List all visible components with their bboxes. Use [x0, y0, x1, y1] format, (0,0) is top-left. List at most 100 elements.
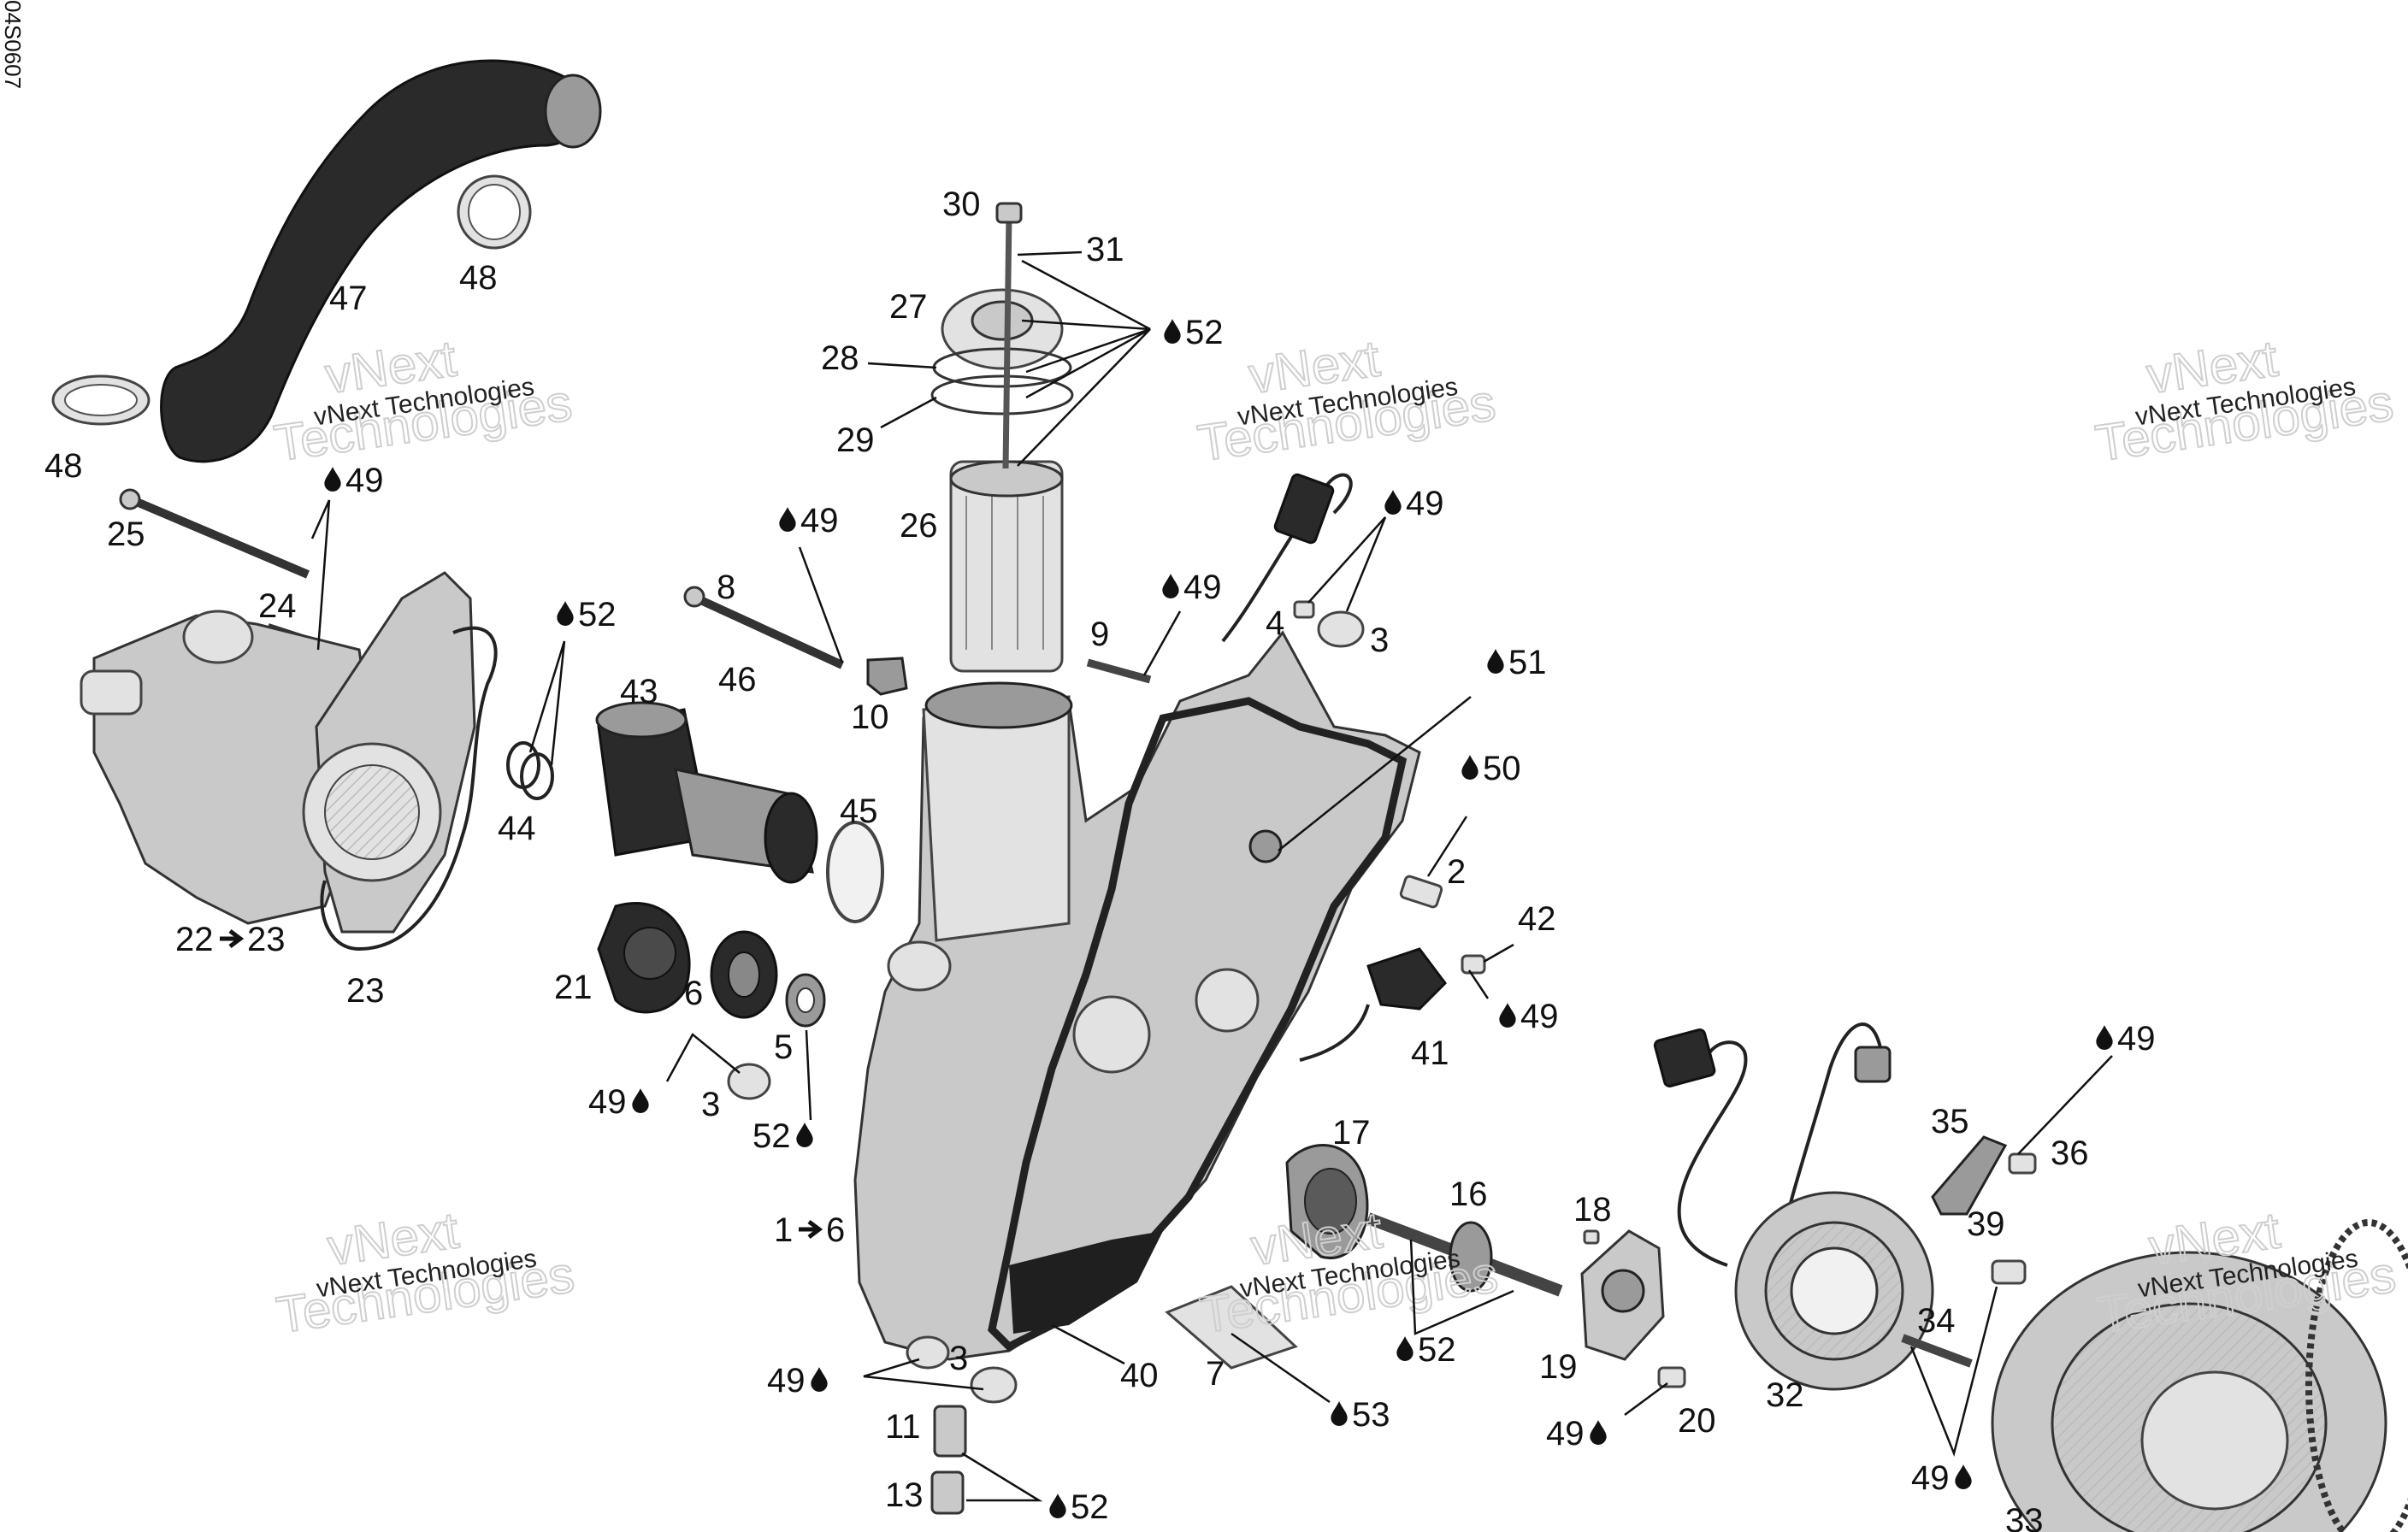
callout-lube-49-2: 49 [779, 502, 839, 539]
part-45-ring [826, 821, 884, 923]
part-39-pin [1991, 1259, 2027, 1285]
callout-3-3: 3 [949, 1340, 968, 1377]
callout-39: 39 [1967, 1205, 2005, 1243]
part-41-sensor [1366, 947, 1447, 1011]
callout-35: 35 [1931, 1103, 1969, 1140]
part-1-housing-hole [1248, 829, 1283, 863]
callout-16: 16 [1449, 1176, 1488, 1213]
part-41-sensor-wire [1299, 1004, 1370, 1062]
part-4-bolt [1293, 600, 1315, 619]
callout-4: 4 [1266, 604, 1284, 642]
callout-lube-number: 52 [752, 1117, 791, 1155]
part-1-housing-bearing-seat [1195, 968, 1260, 1033]
callout-lube-49-3: 49 [1384, 485, 1444, 522]
callout-lube-number: 49 [2117, 1020, 2156, 1058]
part-7-plate [1165, 1285, 1298, 1370]
callout-lube-number: 49 [345, 462, 384, 499]
callout-24: 24 [258, 587, 297, 625]
part-22-pump-outlet [80, 669, 143, 716]
callout-lube-52-4: 52 [1049, 1488, 1109, 1526]
callout-lube-49-9: 49 [1546, 1415, 1607, 1452]
watermark-1: vNext Technologies vNext Technologies [270, 328, 576, 473]
callout-7: 7 [1206, 1355, 1225, 1393]
part-8-bolt-head [683, 586, 705, 608]
part-1-housing-shaft-seat [1072, 995, 1151, 1074]
part-20-bolt [1657, 1366, 1686, 1388]
callout-range-to: 23 [247, 921, 286, 958]
callout-lube-49-4: 49 [1162, 569, 1222, 606]
part-31-rod [1002, 213, 1012, 469]
callout-8: 8 [717, 569, 735, 606]
stator-connector [1653, 1028, 1716, 1087]
callout-lube-49-7: 49 [588, 1083, 649, 1121]
reference-code: 04S0607 [0, 0, 26, 89]
part-35-clip [1931, 1135, 2008, 1216]
callout-28: 28 [821, 339, 859, 377]
callout-29: 29 [836, 421, 875, 459]
callout-41: 41 [1411, 1034, 1449, 1072]
oil-drop-icon [1499, 1003, 1516, 1028]
callout-lube-number: 53 [1352, 1396, 1390, 1434]
stator-harness-branch [1777, 1022, 1883, 1249]
part-29-o-ring [930, 374, 1074, 415]
oil-drop-icon [1955, 1464, 1972, 1489]
callout-lube-number: 49 [1520, 998, 1559, 1035]
callout-47: 47 [329, 280, 368, 317]
part-47-hose [160, 59, 589, 463]
part-18-pin [1583, 1229, 1600, 1245]
callout-lube-51-1: 51 [1487, 644, 1547, 681]
part-33-ring-gear [2305, 1219, 2408, 1532]
callout-lube-49-1: 49 [324, 462, 384, 499]
callout-48: 48 [459, 259, 498, 297]
part-10-fitting [866, 657, 908, 696]
oil-drop-icon [1331, 1401, 1348, 1426]
oil-drop-icon [2096, 1025, 2113, 1050]
watermark-6: vNext Technologies vNext Technologies [2093, 1200, 2399, 1345]
part-5-seal-inner [796, 987, 815, 1013]
callout-31: 31 [1086, 231, 1124, 268]
callout-30: 30 [942, 186, 981, 223]
callout-lube-number: 52 [1071, 1488, 1109, 1526]
oil-drop-icon [1164, 319, 1181, 344]
part-25-bolt-head [119, 488, 141, 510]
callout-3: 3 [1370, 622, 1389, 659]
part-48-clamp-upper-inner [468, 184, 521, 240]
callout-lube-52-3: 52 [1396, 1331, 1456, 1369]
part-19-cover-hub [1601, 1269, 1645, 1313]
callout-10: 10 [851, 698, 889, 736]
oil-drop-icon [796, 1122, 813, 1147]
callout-6: 6 [684, 975, 703, 1012]
part-46-shaft-end [764, 792, 818, 884]
callout-20: 20 [1678, 1402, 1716, 1440]
callout-25: 25 [107, 516, 145, 553]
arrow-right-icon [799, 1220, 823, 1239]
part-16-shaft-gear [1449, 1221, 1493, 1293]
callout-lube-number: 49 [1911, 1459, 1950, 1497]
part-9-bolt [1086, 658, 1152, 684]
part-33-rotor-hub [2140, 1370, 2289, 1511]
watermark-2: vNext Technologies vNext Technologies [1194, 328, 1500, 473]
callout-range-from: 1 [774, 1211, 793, 1249]
callout-34: 34 [1917, 1302, 1956, 1340]
callout-lube-number: 49 [800, 502, 839, 539]
callout-48-2: 48 [44, 447, 83, 485]
part-40-gasket-lower-seal [1009, 1231, 1163, 1334]
oil-drop-icon [811, 1367, 828, 1392]
stator-harness [1677, 1040, 1748, 1267]
callout-44: 44 [498, 810, 536, 847]
callout-lube-number: 49 [1546, 1415, 1585, 1452]
part-8-bolt [694, 594, 845, 669]
parts-illustration [51, 59, 2408, 1532]
callout-43: 43 [620, 673, 658, 710]
oil-drop-icon [1384, 490, 1402, 515]
callout-11: 11 [885, 1408, 921, 1446]
oil-drop-icon [1590, 1420, 1607, 1445]
leader-lines [310, 250, 2113, 1502]
part-30-screw [995, 202, 1023, 224]
callout-33: 33 [2005, 1502, 2044, 1532]
callout-46: 46 [718, 661, 757, 698]
callout-lube-49-10: 49 [1911, 1459, 1972, 1497]
callout-23: 23 [346, 972, 385, 1010]
